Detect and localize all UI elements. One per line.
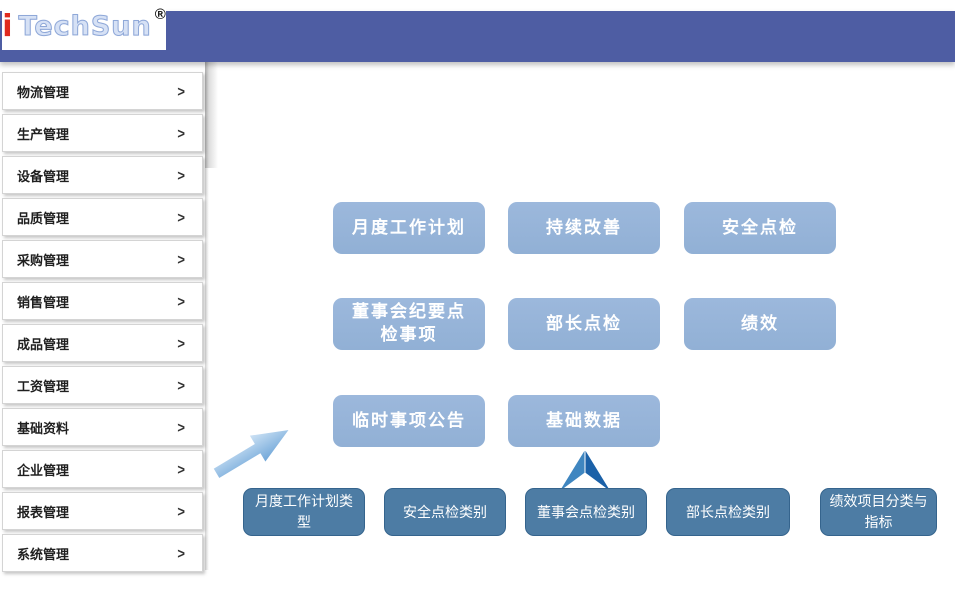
category-safety-inspection-category[interactable]: 安全点检类别 (384, 488, 506, 536)
sidebar-item-label: 设备管理 (17, 168, 70, 184)
sidebar-item-sales[interactable]: 销售管理 > (2, 282, 203, 320)
tile-basic-data[interactable]: 基础数据 (508, 395, 660, 447)
tile-board-minutes-inspection[interactable]: 董事会纪要点检事项 (333, 298, 485, 350)
sidebar-item-label: 采购管理 (17, 252, 70, 268)
sidebar-menu: 物流管理 > 生产管理 > 设备管理 > 品质管理 > 采购管理 > 销售管理 … (2, 72, 203, 576)
sidebar-item-label: 工资管理 (17, 378, 70, 394)
sidebar-item-finished-goods[interactable]: 成品管理 > (2, 324, 203, 362)
sidebar-item-logistics[interactable]: 物流管理 > (2, 72, 203, 110)
logo-brand-name: TechSun (18, 11, 152, 42)
sidebar-divider (205, 62, 209, 570)
sidebar-item-label: 生产管理 (17, 126, 70, 142)
chevron-right-icon: > (177, 460, 185, 478)
sidebar-item-production[interactable]: 生产管理 > (2, 114, 203, 152)
sidebar-shadow (205, 62, 218, 168)
chevron-right-icon: > (177, 82, 185, 100)
sidebar-item-basic-data[interactable]: 基础资料 > (2, 408, 203, 446)
pointer-arrow-icon (212, 428, 292, 480)
chevron-right-icon: > (177, 292, 185, 310)
registered-trademark-icon: ® (154, 6, 166, 23)
sidebar-item-label: 企业管理 (17, 462, 70, 478)
tile-minister-inspection[interactable]: 部长点检 (508, 298, 660, 350)
sidebar-item-label: 销售管理 (17, 294, 70, 310)
sidebar-item-label: 物流管理 (17, 84, 70, 100)
sidebar-item-system[interactable]: 系统管理 > (2, 534, 203, 572)
sidebar-item-enterprise[interactable]: 企业管理 > (2, 450, 203, 488)
chevron-right-icon: > (177, 418, 185, 436)
sidebar-item-equipment[interactable]: 设备管理 > (2, 156, 203, 194)
logo-i-mark: i (2, 8, 13, 44)
category-minister-inspection-category[interactable]: 部长点检类别 (666, 488, 790, 536)
sidebar-item-label: 系统管理 (17, 546, 70, 562)
chevron-right-icon: > (177, 334, 185, 352)
sidebar-item-label: 基础资料 (17, 420, 70, 436)
tile-safety-inspection[interactable]: 安全点检 (684, 202, 836, 254)
sidebar-item-purchasing[interactable]: 采购管理 > (2, 240, 203, 278)
tile-monthly-work-plan[interactable]: 月度工作计划 (333, 202, 485, 254)
logo: i TechSun ® (2, 3, 166, 50)
tile-continuous-improvement[interactable]: 持续改善 (508, 202, 660, 254)
chevron-right-icon: > (177, 376, 185, 394)
chevron-right-icon: > (177, 502, 185, 520)
category-monthly-work-plan-type[interactable]: 月度工作计划类型 (243, 488, 365, 536)
sidebar-item-payroll[interactable]: 工资管理 > (2, 366, 203, 404)
tile-temporary-notice[interactable]: 临时事项公告 (333, 395, 485, 447)
chevron-right-icon: > (177, 544, 185, 562)
chevron-right-icon: > (177, 208, 185, 226)
sidebar-item-reports[interactable]: 报表管理 > (2, 492, 203, 530)
sidebar-item-label: 成品管理 (17, 336, 70, 352)
sidebar-item-label: 品质管理 (17, 210, 70, 226)
chevron-right-icon: > (177, 124, 185, 142)
category-board-inspection-category[interactable]: 董事会点检类别 (525, 488, 647, 536)
sidebar-item-label: 报表管理 (17, 504, 70, 520)
chevron-right-icon: > (177, 166, 185, 184)
sidebar-item-quality[interactable]: 品质管理 > (2, 198, 203, 236)
category-performance-classification[interactable]: 绩效项目分类与指标 (820, 488, 937, 536)
tile-performance[interactable]: 绩效 (684, 298, 836, 350)
chevron-right-icon: > (177, 250, 185, 268)
chevron-up-icon (557, 447, 613, 494)
